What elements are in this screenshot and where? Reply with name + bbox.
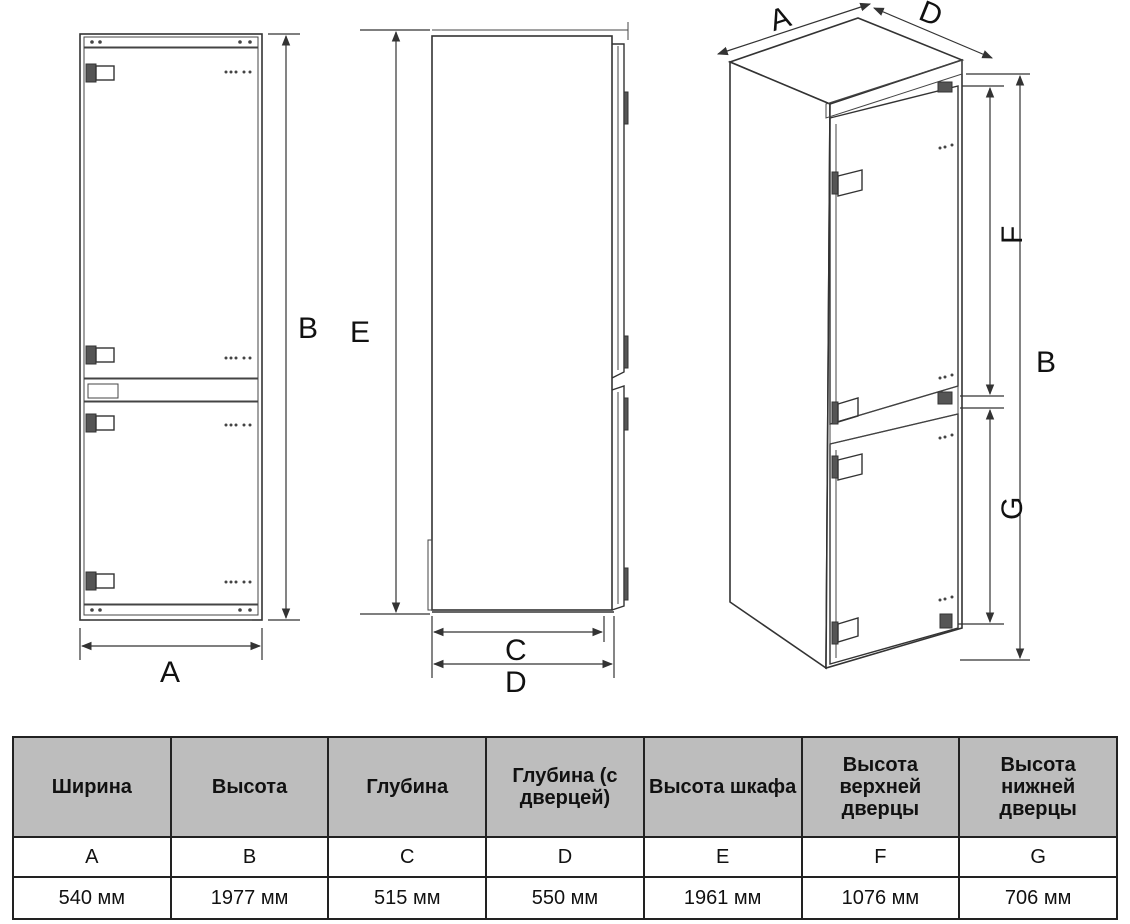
letter-cell: C xyxy=(327,836,488,878)
header-depth-with-door: Глубина (с дверцей) xyxy=(485,736,645,838)
header-width: Ширина xyxy=(12,736,172,838)
value-cell: 1961 мм xyxy=(642,876,803,920)
value-cell: 1977 мм xyxy=(169,876,330,920)
header-upper-door-height: Высота верхней дверцы xyxy=(800,736,961,838)
table-header-row: Ширина Высота Глубина Глубина (с дверцей… xyxy=(12,736,1118,838)
front-width-label: A xyxy=(160,656,180,689)
hinge-icon xyxy=(85,63,115,591)
letter-cell: F xyxy=(800,836,961,878)
side-view: E C D xyxy=(350,22,629,699)
iso-lower-door-label: G xyxy=(996,497,1029,520)
side-height-label: E xyxy=(350,316,370,349)
iso-upper-door-label: F xyxy=(996,226,1029,244)
letter-cell: D xyxy=(485,836,645,878)
front-view: A B xyxy=(79,33,318,689)
header-cabinet-height: Высота шкафа xyxy=(642,736,803,838)
front-height-label: B xyxy=(298,312,318,345)
letter-cell: E xyxy=(642,836,803,878)
value-cell: 706 мм xyxy=(958,876,1118,920)
side-depth-label: C xyxy=(505,634,527,667)
value-cell: 540 мм xyxy=(12,876,172,920)
header-height: Высота xyxy=(169,736,330,838)
iso-width-label: A xyxy=(766,0,795,38)
header-lower-door-height: Высота нижней дверцы xyxy=(958,736,1118,838)
dimensions-table: Ширина Высота Глубина Глубина (с дверцей… xyxy=(12,736,1118,920)
table-row: A B C D E F G xyxy=(12,836,1118,878)
hinge-icon xyxy=(831,81,953,645)
value-cell: 550 мм xyxy=(485,876,645,920)
isometric-view: A D F B G xyxy=(716,0,1056,670)
value-cell: 515 мм xyxy=(327,876,488,920)
header-depth: Глубина xyxy=(327,736,488,838)
iso-depth-label: D xyxy=(915,0,947,33)
table-row: 540 мм 1977 мм 515 мм 550 мм 1961 мм 107… xyxy=(12,876,1118,920)
letter-cell: G xyxy=(958,836,1118,878)
letter-cell: A xyxy=(12,836,172,878)
side-depth-door-label: D xyxy=(505,666,527,699)
iso-height-label: B xyxy=(1036,346,1056,379)
value-cell: 1076 мм xyxy=(800,876,961,920)
letter-cell: B xyxy=(169,836,330,878)
dimension-diagram: A B E C D xyxy=(79,0,1056,699)
